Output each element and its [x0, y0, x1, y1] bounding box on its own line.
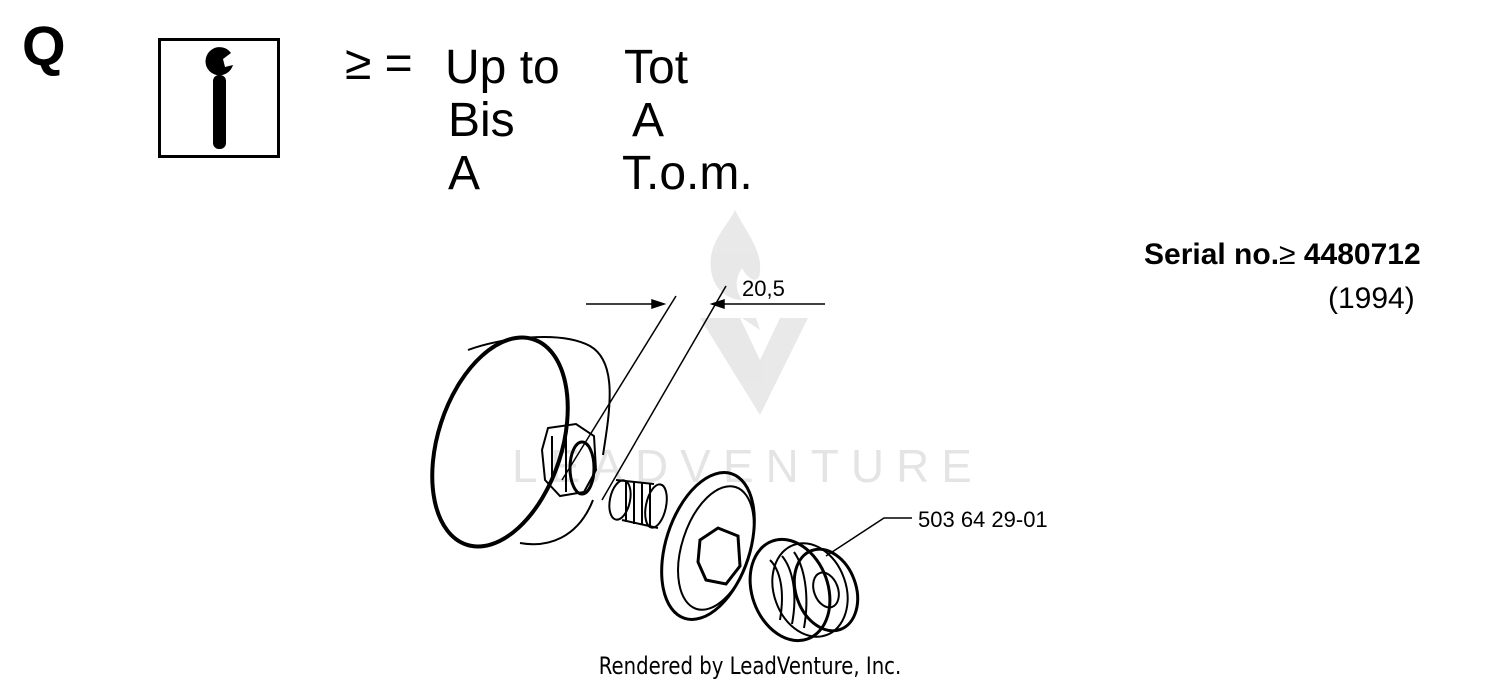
legend-term: A	[448, 147, 481, 200]
watermark-logo-icon	[700, 210, 808, 415]
clutch-drum	[430, 335, 611, 549]
spur-sprocket	[748, 537, 860, 643]
info-wrench-icon	[205, 47, 233, 149]
legend-term: Tot	[624, 41, 689, 94]
part-leader-line	[825, 517, 912, 557]
serial-label: Serial no.	[1144, 238, 1280, 271]
serial-value: 4480712	[1303, 238, 1421, 271]
legend-term: Bis	[448, 94, 515, 147]
legend-symbol: ≥ =	[345, 37, 413, 90]
needle-bearing	[608, 479, 668, 529]
legend-term: T.o.m.	[622, 147, 753, 200]
section-letter: Q	[22, 14, 66, 77]
legend-term: Up to	[445, 41, 560, 94]
serial-year: (1994)	[1328, 282, 1415, 315]
rim-sprocket	[660, 471, 756, 621]
info-box	[158, 38, 280, 158]
dimension-lines	[561, 285, 825, 501]
legend-term: A	[632, 94, 665, 147]
footer-credit: Rendered by LeadVenture, Inc.	[598, 652, 902, 680]
part-number-label: 503 64 29-01	[918, 507, 1048, 532]
serial-number: Serial no.≥ 4480712	[1144, 238, 1421, 272]
serial-operator: ≥	[1279, 238, 1296, 271]
dimension-label: 20,5	[742, 276, 785, 301]
